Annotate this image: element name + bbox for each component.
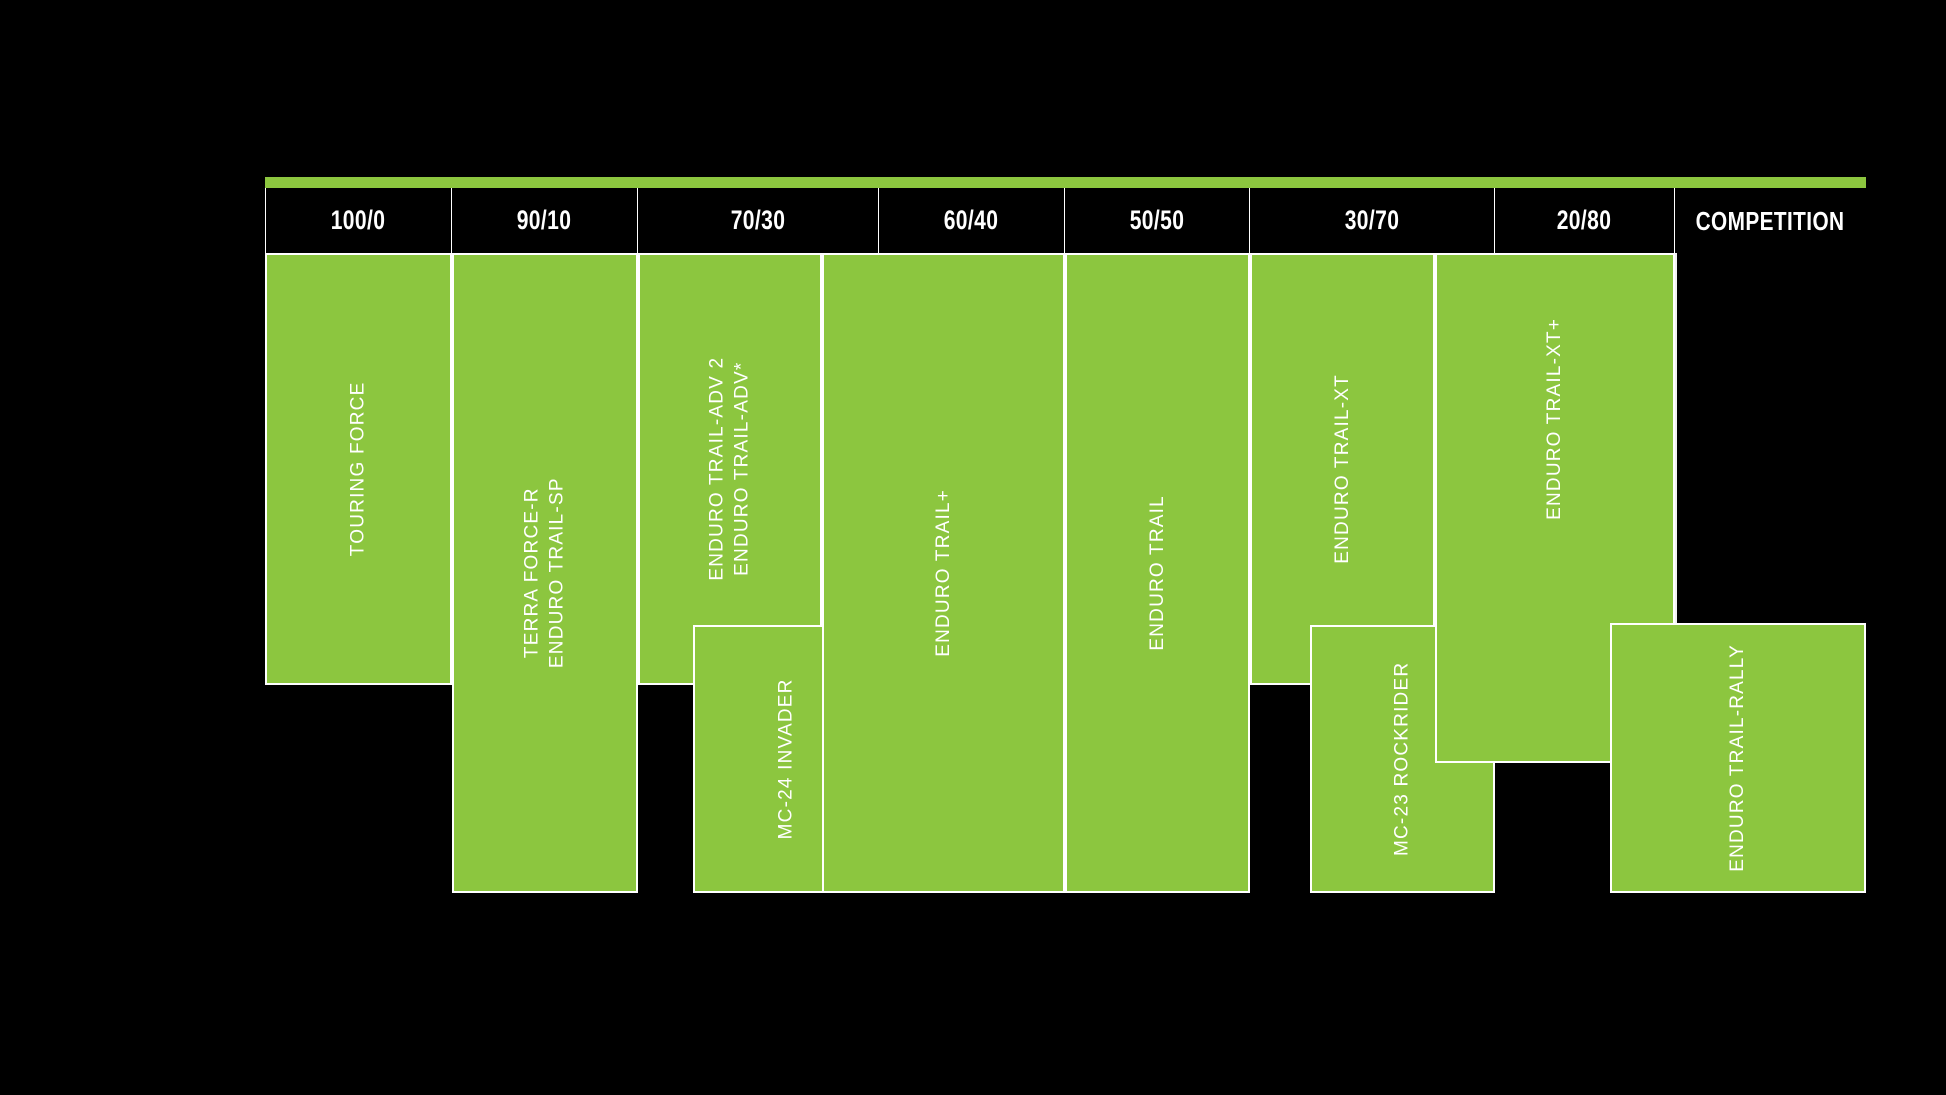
header-label-50-50: 50/50 bbox=[1129, 205, 1185, 235]
bar-label-enduro-trail-adv: ENDURO TRAIL-ADV* bbox=[731, 361, 752, 577]
header-label-60-40: 60/40 bbox=[944, 205, 999, 235]
top-accent-rail bbox=[265, 177, 1866, 188]
bar-enduro-trail-xt[interactable]: ENDURO TRAIL-XT bbox=[1250, 253, 1435, 685]
bar-label-wrap-enduro-trail-xt: ENDURO TRAIL-XT bbox=[1252, 255, 1433, 683]
bar-enduro-trail-rally[interactable]: ENDURO TRAIL-RALLY bbox=[1610, 623, 1866, 893]
bar-label-wrap-enduro-trail-plus: ENDURO TRAIL+ bbox=[824, 255, 1063, 891]
bar-label-enduro-trail-sp-line2: ENDURO TRAIL-SP bbox=[546, 477, 568, 669]
bar-label-enduro-trail-rally: ENDURO TRAIL-RALLY bbox=[1727, 644, 1749, 872]
header-cell-competition[interactable]: COMPETITION bbox=[1675, 188, 1866, 253]
header-label-90-10: 90/10 bbox=[517, 205, 572, 235]
header-cell-60-40[interactable]: 60/40 bbox=[879, 188, 1065, 253]
bar-label-mc-23-rockrider: MC-23 ROCKRIDER bbox=[1391, 661, 1413, 857]
header-label-30-70: 30/70 bbox=[1344, 205, 1400, 235]
bar-enduro-trail-adv[interactable]: ENDURO TRAIL-ADV 2 ENDURO TRAIL-ADV* bbox=[638, 253, 822, 685]
header-label-70-30: 70/30 bbox=[730, 205, 786, 235]
bar-label-enduro-trail-plus: ENDURO TRAIL+ bbox=[932, 489, 954, 657]
bar-terra-force-r[interactable]: TERRA FORCE-R ENDURO TRAIL-SP bbox=[452, 253, 638, 893]
bar-label-enduro-trail: ENDURO TRAIL bbox=[1146, 495, 1168, 651]
bar-label-mc-24-invader: MC-24 INVADER bbox=[775, 678, 797, 840]
header-cell-20-80[interactable]: 20/80 bbox=[1495, 188, 1675, 253]
bar-label-touring-force: TOURING FORCE bbox=[347, 381, 369, 557]
bar-label-wrap-enduro-trail-rally: ENDURO TRAIL-RALLY bbox=[1612, 625, 1864, 891]
column-guide-7 bbox=[1675, 253, 1677, 723]
header-cell-50-50[interactable]: 50/50 bbox=[1065, 188, 1250, 253]
header-label-100-0: 100/0 bbox=[331, 205, 386, 235]
plot-area: TOURING FORCE TERRA FORCE-R ENDURO TRAIL… bbox=[265, 253, 1866, 903]
header-cell-70-30[interactable]: 70/30 bbox=[638, 188, 879, 253]
header-label-20-80: 20/80 bbox=[1557, 205, 1612, 235]
bar-label-enduro-trail-xt-plus: ENDURO TRAIL-XT+ bbox=[1544, 317, 1566, 520]
header-cell-90-10[interactable]: 90/10 bbox=[452, 188, 638, 253]
category-header-row: 100/0 90/10 70/30 60/40 50/50 30/70 20/8… bbox=[265, 188, 1866, 253]
bar-enduro-trail-plus[interactable]: ENDURO TRAIL+ bbox=[822, 253, 1065, 893]
header-cell-30-70[interactable]: 30/70 bbox=[1250, 188, 1495, 253]
bar-label-terra-force-r-line1: TERRA FORCE-R bbox=[521, 487, 543, 659]
bar-label-wrap-touring-force: TOURING FORCE bbox=[267, 255, 450, 683]
bar-enduro-trail[interactable]: ENDURO TRAIL bbox=[1065, 253, 1250, 893]
bar-label-wrap-enduro-trail-adv: ENDURO TRAIL-ADV 2 ENDURO TRAIL-ADV* bbox=[640, 255, 820, 683]
header-label-competition: COMPETITION bbox=[1696, 205, 1845, 236]
bar-label-wrap-terra-force-r: TERRA FORCE-R ENDURO TRAIL-SP bbox=[454, 255, 636, 891]
bar-touring-force[interactable]: TOURING FORCE bbox=[265, 253, 452, 685]
header-cell-100-0[interactable]: 100/0 bbox=[265, 188, 452, 253]
bar-label-enduro-trail-adv-2: ENDURO TRAIL-ADV 2 bbox=[706, 357, 728, 581]
bar-label-enduro-trail-xt: ENDURO TRAIL-XT bbox=[1331, 374, 1353, 564]
bar-label-wrap-enduro-trail: ENDURO TRAIL bbox=[1067, 255, 1248, 891]
